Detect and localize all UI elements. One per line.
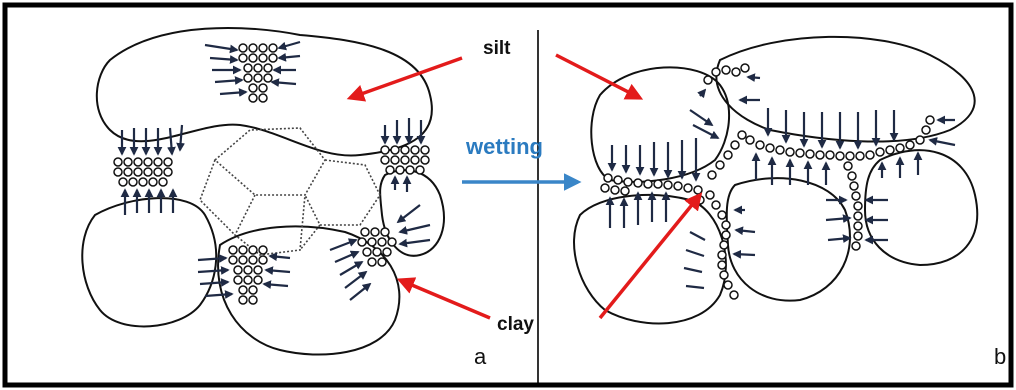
clay-bridge-a-left: [114, 158, 172, 186]
silt-grain-b2: [716, 37, 974, 142]
silt-label: silt: [483, 38, 511, 59]
clay-bridge-a-lower-right: [358, 228, 396, 266]
panel-a-label: a: [474, 344, 487, 369]
panel-b-label: b: [994, 344, 1006, 369]
clay-bridge-a-bottom: [229, 246, 267, 304]
clay-bridges-a: [114, 44, 429, 304]
silt-grain-a2: [82, 198, 216, 326]
clay-arrow-b: [600, 195, 700, 318]
clay-network-b: [601, 64, 934, 299]
pressure-arrows-b: [610, 77, 955, 255]
silt-arrow-a: [350, 58, 462, 98]
clay-arrow-a: [400, 280, 490, 318]
wetting-label: wetting: [465, 134, 543, 159]
clay-bridge-a-top: [239, 44, 277, 102]
pore-ticks-b: [684, 232, 705, 288]
clay-label: clay: [497, 314, 534, 335]
